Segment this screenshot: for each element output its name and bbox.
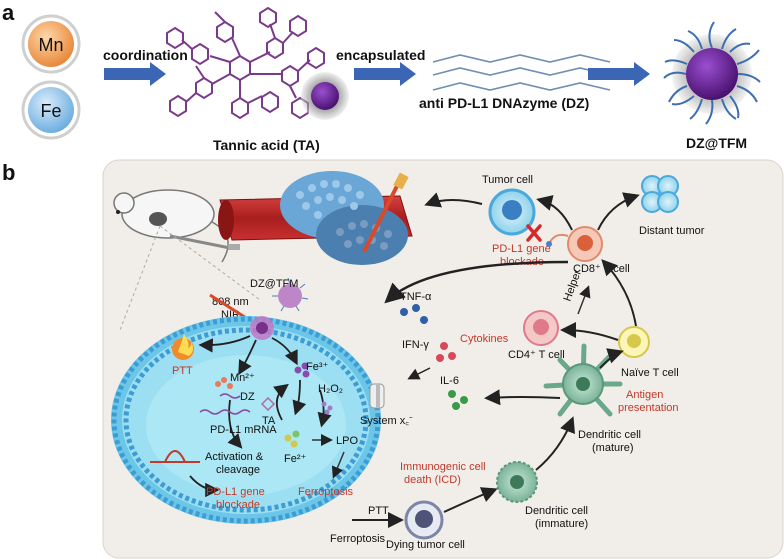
dc-mature-line2: (mature) (592, 442, 634, 454)
nanoparticle-in-cell (250, 316, 274, 340)
dz-strands (432, 54, 611, 91)
immature-dendritic-cell (496, 461, 538, 503)
mature-dendritic-cell (543, 343, 623, 417)
ptt-fire-icon (172, 334, 194, 360)
arrow-immature-to-mature (535, 416, 575, 471)
antigen-line2: presentation (618, 402, 679, 414)
arrow-to-product (588, 62, 650, 86)
naive-t-cell (618, 326, 650, 358)
fe-label: Fe (40, 101, 61, 121)
ifn-dots (436, 342, 456, 362)
ptt-label-red: PTT (172, 365, 193, 377)
arrow-cd8-to-distant (597, 192, 640, 231)
icd-line2: death (ICD) (404, 474, 461, 486)
ferroptosis-red-label: Ferroptosis (298, 486, 354, 498)
dc-mature-line1: Dendritic cell (578, 429, 641, 441)
lpo-label: LPO (336, 435, 358, 447)
arrow-tumor-to-vessel (424, 192, 483, 208)
tannic-acid-particle (301, 72, 349, 120)
arrow-naive-to-cd8 (601, 259, 637, 327)
cd4-label: CD4⁺ T cell (508, 349, 565, 361)
cleavage-icon (150, 450, 200, 463)
dz-tfm-small (272, 277, 309, 312)
panel-a-label: a (2, 0, 15, 25)
arrow-dc-to-naive (599, 348, 624, 369)
panel-b-label: b (2, 160, 15, 185)
ta-icon (260, 396, 276, 412)
dz-wave (219, 393, 241, 399)
arrow-lpo-to-ferroptosis (331, 451, 345, 479)
zoom-lines (119, 225, 261, 331)
cd4-t-cell (523, 310, 559, 346)
ptt-bottom-label: PTT (368, 505, 389, 517)
dz-tfm-label-b: DZ@TFM (250, 278, 298, 290)
fe2-ions (284, 430, 300, 448)
pdl1-blockade-bottom-line2: blockade (216, 499, 260, 511)
activation-line2: cleavage (216, 464, 260, 476)
il6-dots (448, 390, 468, 410)
arrow-cd8-to-cytokines (384, 260, 569, 304)
mouse-illustration (113, 189, 240, 263)
cytokines-label: Cytokines (460, 333, 509, 345)
dz-label: anti PD-L1 DNAzyme (DZ) (419, 95, 589, 111)
arrow-cytokines-to-cell (407, 367, 431, 380)
fe2-label: Fe²⁺ (284, 453, 307, 465)
fe3-label: Fe³⁺ (306, 361, 329, 373)
distant-tumor-label: Distant tumor (639, 225, 705, 237)
pdl1-blockade-top-line1: PD-L1 gene (492, 243, 551, 255)
pdl1-blockade-bottom-line1: PD-L1 gene (206, 486, 265, 498)
coordination-text: coordination (103, 47, 188, 63)
system-xc-channel (369, 383, 385, 409)
fe-ion-ball: Fe (21, 80, 81, 140)
encapsulated-text: encapsulated (336, 47, 425, 63)
ifn-label: IFN-γ (402, 339, 429, 351)
h2o2-label: H₂O₂ (318, 383, 343, 395)
activation-line1: Activation & (205, 451, 264, 463)
cd8-t-cell (546, 226, 603, 262)
dc-immature-line1: Dendritic cell (525, 505, 588, 517)
dying-label: Dying tumor cell (386, 539, 465, 551)
tumor-cell-top (488, 188, 536, 236)
tumor-cell-label: Tumor cell (482, 174, 533, 186)
mrna-wave (199, 409, 251, 415)
mn-ion-ball: Mn (21, 14, 81, 74)
pdl1-mrna-label: PD-L1 mRNA (210, 424, 277, 436)
tnf-label: TNF-α (400, 291, 432, 303)
tannic-acid-structure (166, 6, 325, 120)
arrow-encapsulated (354, 62, 416, 86)
arrow-helper (577, 285, 591, 315)
antigen-line1: Antigen (626, 389, 663, 401)
nir-line1: 808 nm (212, 296, 249, 308)
distant-tumor (641, 175, 679, 213)
dc-immature-line2: (immature) (535, 518, 588, 530)
dying-tumor-cell (404, 500, 444, 540)
dz-label-b: DZ (240, 391, 255, 403)
arrow-dc-to-il6 (484, 389, 561, 406)
h2o2-molecules (321, 401, 333, 415)
tnf-dots (400, 304, 428, 324)
product-label: DZ@TFM (686, 135, 747, 151)
arrow-dying-to-dc (443, 487, 498, 513)
mn2-label: Mn²⁺ (230, 372, 255, 384)
system-xc-label: System x꜀⁻ (360, 415, 413, 427)
ta-label: TA (262, 415, 276, 427)
ferroptosis-bottom-label: Ferroptosis (330, 533, 386, 545)
naive-label: Naïve T cell (621, 367, 679, 379)
inner-cell-arrows (189, 335, 332, 498)
fe3-ions (294, 362, 310, 378)
tumor-mass (280, 171, 409, 265)
tannic-acid-label: Tannic acid (TA) (213, 137, 320, 153)
dz-tfm-particle (663, 21, 761, 125)
arrow-coordination (104, 62, 166, 86)
icd-line1: Immunogenic cell (400, 461, 486, 473)
mn-ions (215, 377, 233, 389)
il6-label: IL-6 (440, 375, 459, 387)
arrow-naive-to-cd4 (560, 322, 619, 341)
arrow-cd8-to-tumor (536, 195, 573, 231)
pdl1-block-cross (526, 224, 542, 242)
mn-label: Mn (38, 35, 63, 55)
